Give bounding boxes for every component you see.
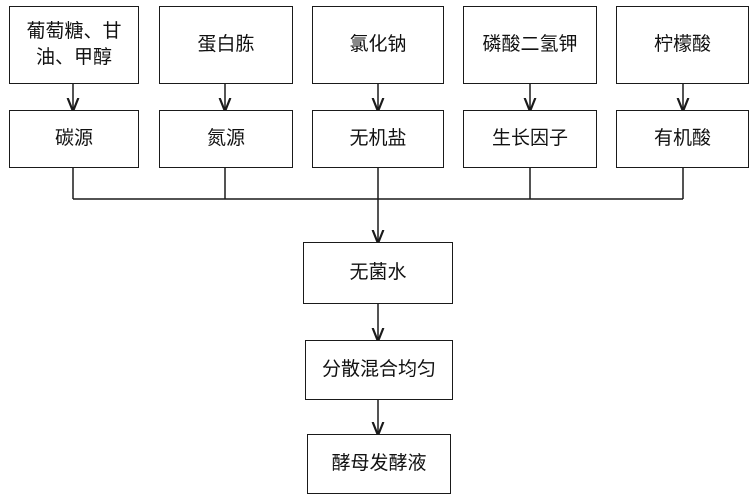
input-box-text: 氯化钠: [349, 33, 407, 56]
category-box-text: 有机酸: [653, 127, 711, 150]
step-box-text: 分散混合均匀: [321, 358, 436, 381]
input-box-text: 油、甲醇: [35, 46, 112, 68]
step-box-text: 酵母发酵液: [331, 452, 427, 475]
category-box-carbon-source: 碳源: [9, 110, 139, 168]
input-box-glucose-glycerol-methanol: 葡萄糖、甘油、甲醇: [9, 6, 139, 84]
input-box-sodium-chloride: 氯化钠: [312, 6, 444, 84]
input-box-citric-acid: 柠檬酸: [616, 6, 749, 84]
category-box-text: 无机盐: [349, 127, 407, 150]
input-box-text: 磷酸二氢钾: [482, 33, 578, 56]
step-box-sterile-water: 无菌水: [303, 242, 453, 304]
input-box-peptone: 蛋白胨: [159, 6, 293, 84]
input-box-text: 葡萄糖、甘: [26, 20, 122, 43]
input-box-potassium-dihydrogen-phosphate: 磷酸二氢钾: [463, 6, 597, 84]
step-box-disperse-mix: 分散混合均匀: [305, 340, 453, 400]
category-box-organic-acid: 有机酸: [616, 110, 749, 168]
category-box-text: 碳源: [54, 127, 93, 150]
category-box-text: 氮源: [206, 127, 245, 150]
category-box-nitrogen-source: 氮源: [159, 110, 293, 168]
input-box-text: 蛋白胨: [197, 33, 255, 56]
category-box-inorganic-salt: 无机盐: [312, 110, 444, 168]
category-box-growth-factor: 生长因子: [463, 110, 597, 168]
input-box-text: 柠檬酸: [653, 33, 711, 56]
category-box-text: 生长因子: [491, 127, 568, 150]
step-box-text: 无菌水: [349, 261, 407, 284]
step-box-yeast-fermentation-liquid: 酵母发酵液: [307, 434, 451, 494]
